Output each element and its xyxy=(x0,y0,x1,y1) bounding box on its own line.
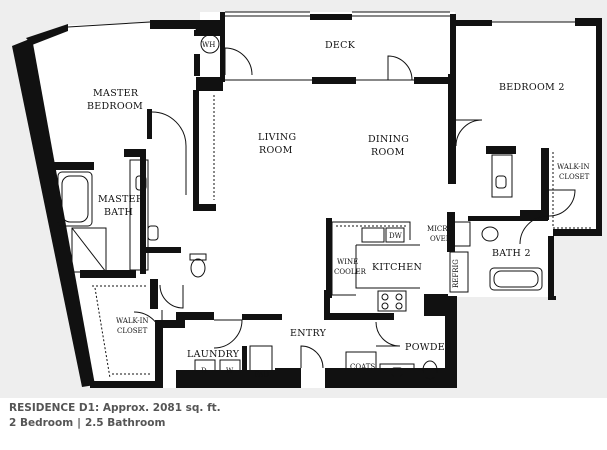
laundry-label: LAUNDRY xyxy=(187,349,240,360)
washer-label: W xyxy=(226,367,234,375)
room-labels: WH DECK MASTER BEDROOM BEDROOM 2 LIVING … xyxy=(87,40,590,379)
dw-label: DW xyxy=(389,232,403,240)
entry-label: ENTRY xyxy=(290,328,327,339)
micro-oven-label-2: OVEN xyxy=(430,235,452,243)
walls xyxy=(12,12,602,388)
room-count: 2 Bedroom| 2.5 Bathroom xyxy=(9,416,221,431)
living-room-label-1: LIVING xyxy=(258,132,296,143)
residence-title: RESIDENCE D1: Approx. 2081 sq. ft. xyxy=(9,402,221,414)
master-bedroom-label-2: BEDROOM xyxy=(87,101,143,112)
bathroom-count: 2.5 Bathroom xyxy=(85,417,166,429)
living-room-label-2: ROOM xyxy=(259,145,293,156)
floor-plan: WH DECK MASTER BEDROOM BEDROOM 2 LIVING … xyxy=(12,11,602,388)
powder-label: POWDER xyxy=(405,342,453,353)
doors xyxy=(133,47,576,369)
walk-in-closet-right-label-1: WALK-IN xyxy=(557,163,590,171)
wine-cooler-label-2: COOLER xyxy=(334,268,367,276)
caption-separator: | xyxy=(77,417,81,429)
coats-label: COATS xyxy=(350,363,375,371)
master-bath-label-1: MASTER xyxy=(98,194,144,205)
dryer-label: D xyxy=(201,367,207,375)
walk-in-closet-left-label-2: CLOSET xyxy=(117,327,148,335)
walk-in-closet-right-label-2: CLOSET xyxy=(559,173,590,181)
master-bedroom-label-1: MASTER xyxy=(93,88,139,99)
micro-oven-label-1: MICRO xyxy=(427,225,454,233)
dining-room-label-1: DINING xyxy=(368,134,409,145)
wine-cooler-label-1: WINE xyxy=(337,258,358,266)
wh-label: WH xyxy=(202,41,215,49)
bedroom2-label: BEDROOM 2 xyxy=(499,82,565,93)
kitchen-label: KITCHEN xyxy=(372,262,422,273)
dining-room-label-2: ROOM xyxy=(371,147,405,158)
deck-label: DECK xyxy=(325,40,356,51)
walk-in-closet-left-label-1: WALK-IN xyxy=(116,317,149,325)
refrig-label: REFRIG xyxy=(452,259,460,288)
fau-label: FAU xyxy=(254,371,269,379)
fixtures xyxy=(57,11,592,381)
master-bath-label-2: BATH xyxy=(104,207,133,218)
plan-caption: RESIDENCE D1: Approx. 2081 sq. ft. 2 Bed… xyxy=(9,401,221,431)
bath2-label: BATH 2 xyxy=(492,248,531,259)
bedroom-count: 2 Bedroom xyxy=(9,417,74,429)
